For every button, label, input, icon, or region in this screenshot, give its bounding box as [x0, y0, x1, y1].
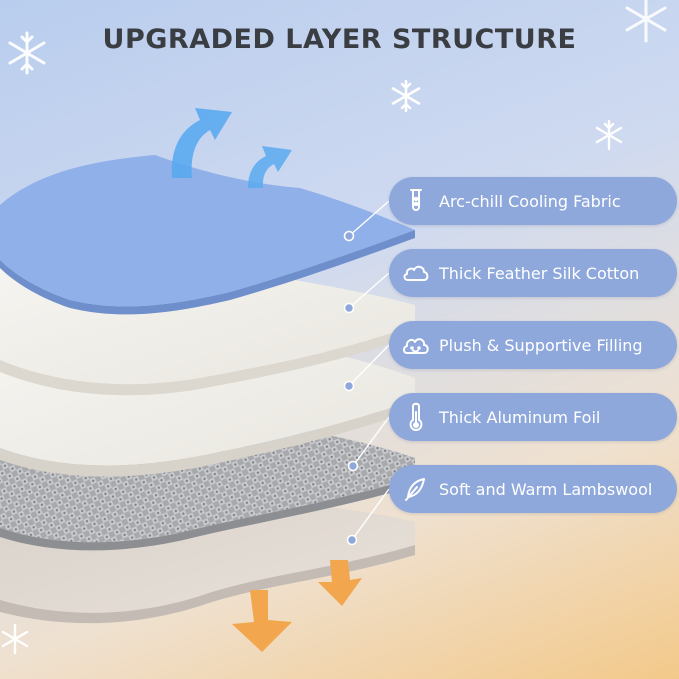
cloud-icon — [399, 256, 433, 290]
layer-callout-feather-silk-cotton: Thick Feather Silk Cotton — [389, 249, 677, 297]
snowflake-icon — [8, 31, 46, 75]
layer-callout-aluminum-foil: Thick Aluminum Foil — [389, 393, 677, 441]
thermometer-icon — [399, 400, 433, 434]
feather-icon — [399, 472, 433, 506]
cloud-face-icon — [399, 328, 433, 362]
cooling-arrow-icon — [248, 146, 292, 188]
snowflake-icon — [595, 119, 623, 151]
leader-dot — [343, 302, 355, 314]
page-title: UPGRADED LAYER STRUCTURE — [102, 24, 577, 55]
warm-arrow-icon — [232, 590, 292, 652]
leader-line — [348, 344, 390, 387]
layer-label: Thick Aluminum Foil — [439, 407, 601, 427]
layer-callout-plush-filling: Plush & Supportive Filling — [389, 321, 677, 369]
layer-label: Thick Feather Silk Cotton — [439, 263, 640, 283]
layer-label: Soft and Warm Lambswool — [439, 479, 653, 499]
layer-label: Arc-chill Cooling Fabric — [439, 191, 621, 211]
leader-dot — [343, 380, 355, 392]
cooling-fabric-layer — [0, 155, 415, 315]
snowflake-icon — [625, 0, 667, 43]
leader-line — [352, 416, 390, 467]
leader-dot — [347, 460, 359, 472]
layer-callout-lambswool: Soft and Warm Lambswool — [389, 465, 677, 513]
snowflake-icon — [1, 623, 29, 655]
cooling-arrow-icon — [171, 108, 232, 178]
leader-line — [351, 488, 390, 541]
layer-label: Plush & Supportive Filling — [439, 335, 643, 355]
leader-dot — [343, 230, 355, 242]
leader-dot — [346, 534, 358, 546]
layer-callout-cooling-fabric: Arc-chill Cooling Fabric — [389, 177, 677, 225]
leader-line — [348, 272, 390, 309]
leader-line — [348, 200, 390, 237]
test-tube-icon — [399, 184, 433, 218]
warm-arrow-icon — [318, 560, 362, 606]
snowflake-icon — [391, 79, 421, 113]
